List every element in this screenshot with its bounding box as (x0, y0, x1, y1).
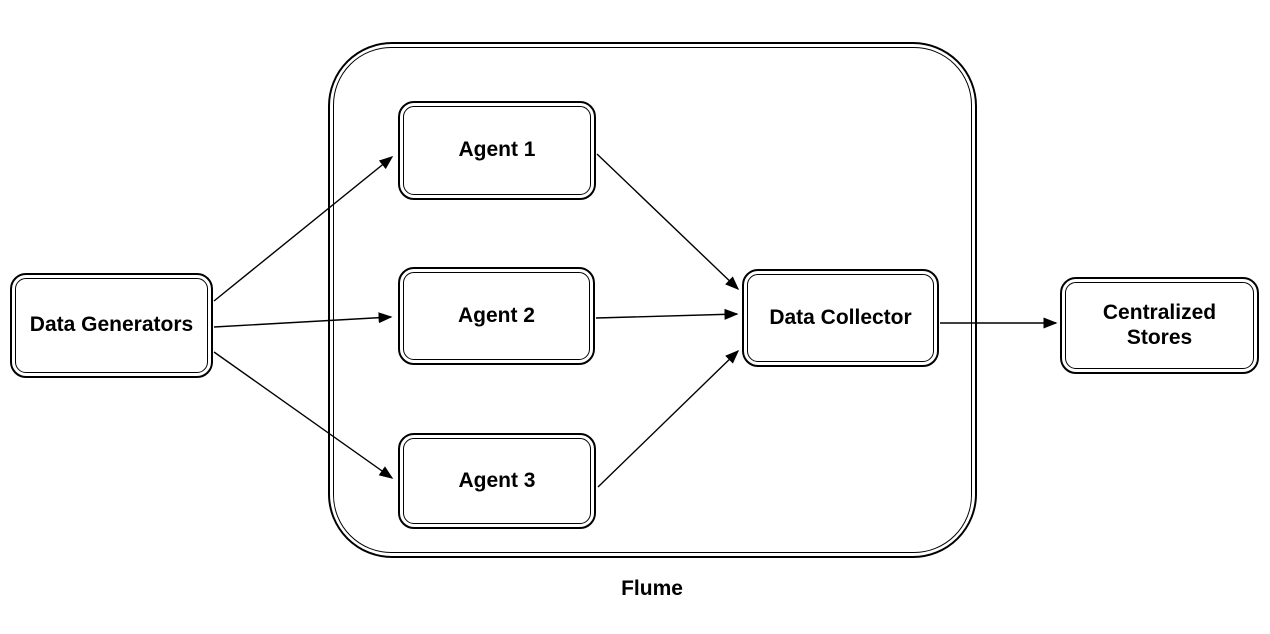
node-data-generators: Data Generators (10, 273, 213, 378)
flume-caption: Flume (621, 577, 683, 600)
node-data-generators-label: Data Generators (29, 313, 194, 337)
node-data-collector-label: Data Collector (769, 305, 912, 329)
node-centralized-stores-label: Centralized Stores (1102, 301, 1217, 349)
node-data-collector: Data Collector (742, 269, 939, 367)
node-agent-3-label: Agent 3 (458, 468, 536, 492)
node-agent-3: Agent 3 (398, 433, 596, 529)
node-centralized-stores: Centralized Stores (1060, 277, 1259, 374)
node-agent-1-label: Agent 1 (458, 138, 536, 162)
node-agent-1: Agent 1 (398, 101, 596, 200)
node-agent-2-label: Agent 2 (457, 303, 535, 327)
node-agent-2: Agent 2 (398, 267, 595, 365)
